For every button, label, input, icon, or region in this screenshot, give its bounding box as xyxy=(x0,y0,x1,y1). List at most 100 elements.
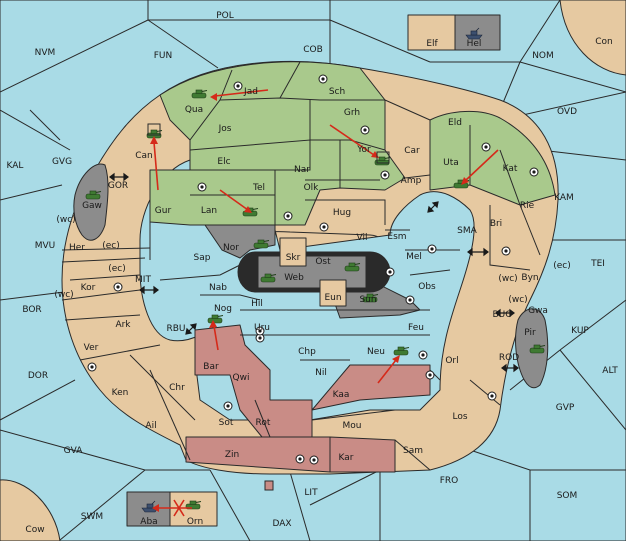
label-car: Car xyxy=(404,146,420,156)
order-marker xyxy=(376,151,390,164)
order-arrow xyxy=(329,124,375,156)
label-rbu: RBU xyxy=(166,324,185,334)
label-web: Web xyxy=(284,273,304,283)
label-nog: Nog xyxy=(214,304,232,314)
tank-icon[interactable] xyxy=(207,314,224,324)
supply-center-icon xyxy=(405,295,415,305)
tank-icon[interactable] xyxy=(260,273,277,283)
label-lan: Lan xyxy=(201,206,217,216)
label-ver: Ver xyxy=(84,343,99,353)
label-her: Her xyxy=(69,243,85,253)
label-lit: LIT xyxy=(304,488,318,498)
label-hel: Hel xyxy=(467,39,482,49)
label-sam: Sam xyxy=(403,446,423,456)
order-arrows xyxy=(150,89,499,517)
coast-label-wc: (wc) xyxy=(498,274,517,284)
label-hug: Hug xyxy=(333,208,351,218)
label-sma: SMA xyxy=(457,226,477,236)
label-kal: KAL xyxy=(7,161,24,171)
label-gvg: GVG xyxy=(52,157,72,167)
coast-label-ec: (ec) xyxy=(108,264,126,274)
tank-icon[interactable] xyxy=(529,344,546,354)
supply-center-icon xyxy=(233,81,243,91)
order-arrow xyxy=(219,189,249,211)
label-qua: Qua xyxy=(185,105,203,115)
label-nom: NOM xyxy=(532,51,554,61)
tank-icon[interactable] xyxy=(393,346,410,356)
double-arrow-icon xyxy=(185,323,197,335)
label-uru: Uru xyxy=(254,323,270,333)
label-eld: Eld xyxy=(448,118,462,128)
label-zin: Zin xyxy=(225,450,239,460)
pink-power-territories xyxy=(194,324,313,438)
label-kor: Kor xyxy=(81,283,96,293)
label-obs: Obs xyxy=(418,282,436,292)
supply-center-icon xyxy=(425,370,435,380)
ship-icon[interactable] xyxy=(465,27,483,40)
coast-label-ec: (ec) xyxy=(553,261,571,271)
label-pol: POL xyxy=(216,11,234,21)
supply-center-icon xyxy=(487,391,497,401)
eun-land xyxy=(319,279,347,307)
label-bri: Bri xyxy=(490,219,502,229)
tank-icon[interactable] xyxy=(362,293,379,303)
order-marker xyxy=(264,480,274,491)
supply-center-icon xyxy=(318,74,328,84)
web-ost-land xyxy=(257,255,367,289)
supply-center-icon xyxy=(481,142,491,152)
label-cow: Cow xyxy=(25,525,44,535)
order-marker xyxy=(147,123,161,136)
units xyxy=(85,27,546,513)
label-ark: Ark xyxy=(115,320,131,330)
label-olk: Olk xyxy=(304,183,320,193)
label-elf: Elf xyxy=(426,39,438,49)
label-chr: Chr xyxy=(169,383,185,393)
label-nor: Nor xyxy=(223,243,239,253)
tank-icon[interactable] xyxy=(453,179,470,189)
convoy-link-arrows xyxy=(109,172,519,373)
label-grh: Grh xyxy=(344,108,360,118)
territory-borders xyxy=(61,61,541,471)
label-fro: FRO xyxy=(440,476,459,486)
label-hil: Hil xyxy=(251,299,263,309)
skr-land xyxy=(279,237,307,267)
label-skr: Skr xyxy=(286,253,301,263)
pink-kar xyxy=(329,436,396,473)
label-nab: Nab xyxy=(209,283,227,293)
label-mit: MIT xyxy=(135,275,151,285)
label-kam: KAM xyxy=(554,193,574,203)
double-arrow-icon xyxy=(427,201,439,213)
label-sot: Sot xyxy=(219,418,234,428)
label-som: SOM xyxy=(557,491,578,501)
label-con: Con xyxy=(595,37,613,47)
coast-label-wc: (wc) xyxy=(56,215,75,225)
supply-center-icon xyxy=(283,211,293,221)
label-dax: DAX xyxy=(272,519,291,529)
coast-label-wc: (wc) xyxy=(508,295,527,305)
supply-center-icon xyxy=(380,170,390,180)
tank-icon[interactable] xyxy=(253,239,270,249)
supply-center-icon xyxy=(501,246,511,256)
supply-center-icon xyxy=(113,282,123,292)
label-aba: Aba xyxy=(140,517,157,527)
label-neu: Neu xyxy=(367,347,385,357)
tank-icon[interactable] xyxy=(344,262,361,272)
order-arrow xyxy=(153,141,159,191)
grey-gaw-island xyxy=(73,163,109,241)
tank-icon[interactable] xyxy=(85,190,102,200)
label-feu: Feu xyxy=(408,323,424,333)
label-mou: Mou xyxy=(343,421,362,431)
tank-icon[interactable] xyxy=(191,89,208,99)
label-uta: Uta xyxy=(443,158,459,168)
supply-center-icon xyxy=(295,454,305,464)
label-jad: Jad xyxy=(243,87,258,97)
label-rie: Rie xyxy=(520,201,535,211)
label-orl: Orl xyxy=(445,356,458,366)
label-mvu: MVU xyxy=(35,241,56,251)
label-ovd: OVD xyxy=(557,107,577,117)
label-sun: Sun xyxy=(359,295,376,305)
coast-label-wc: (wc) xyxy=(54,290,73,300)
label-vil: Vil xyxy=(357,233,368,243)
double-arrow-icon xyxy=(495,308,515,318)
